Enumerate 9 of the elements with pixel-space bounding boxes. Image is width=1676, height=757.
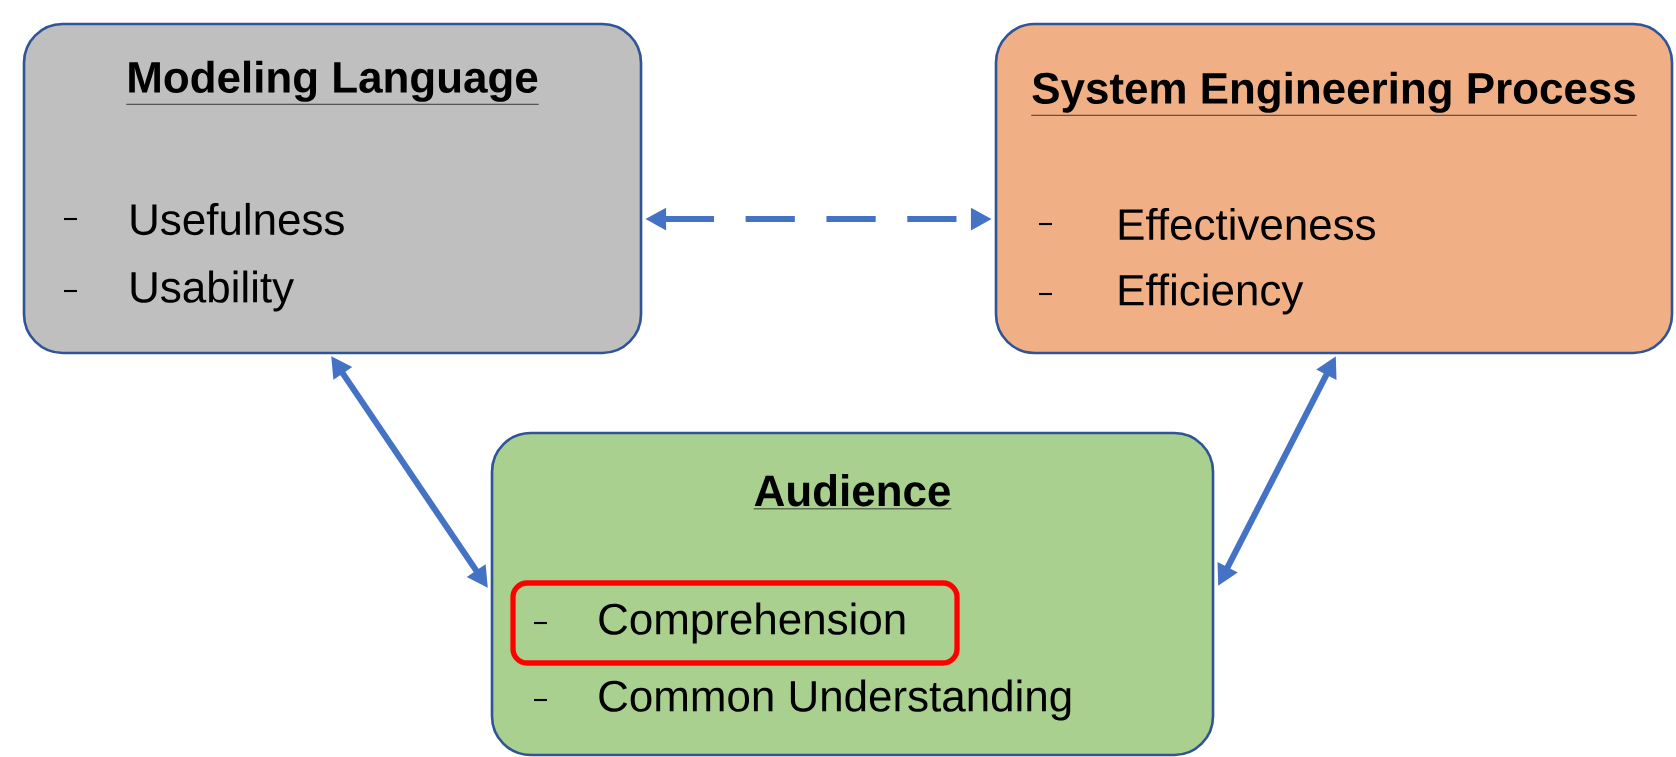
highlight-box: Comprehension bbox=[510, 580, 960, 666]
list-item: Effectiveness bbox=[1119, 207, 1375, 241]
list-item: Efficiency bbox=[1119, 273, 1304, 315]
box-heading: Modeling Language bbox=[125, 60, 540, 105]
list-item: Usefulness bbox=[131, 202, 344, 236]
list-item: Common Understanding bbox=[599, 679, 1071, 721]
box-heading: System Engineering Process bbox=[1030, 71, 1638, 116]
list-item: Usability bbox=[131, 270, 294, 312]
box-heading: Audience bbox=[753, 474, 952, 510]
